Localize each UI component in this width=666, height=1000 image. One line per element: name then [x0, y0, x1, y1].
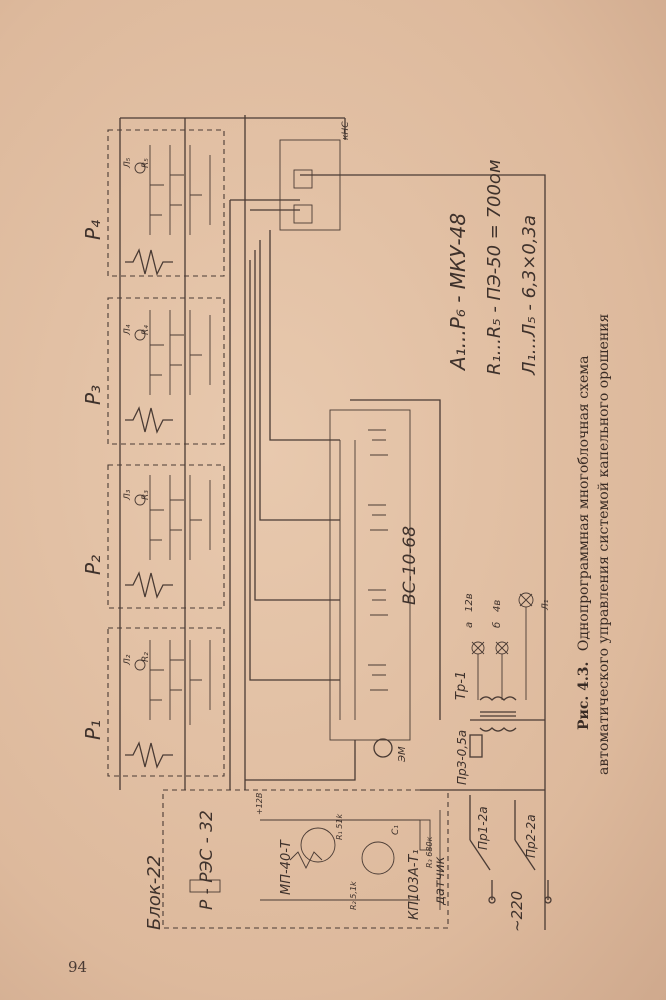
relay-coil-p1: [125, 741, 173, 769]
label-l1: Л₁: [541, 599, 551, 611]
label-khc: кНС: [341, 121, 351, 140]
label-p1: Р₁: [81, 720, 105, 740]
caption-line1-text: Однопрограммная многоблочная схема: [576, 356, 592, 652]
label-r5k: R₂ 5,1k: [349, 881, 358, 910]
contacts-p3: [134, 310, 211, 395]
figure-caption-line1: Рис. 4.3. Однопрограммная многоблочная с…: [576, 356, 592, 730]
block-p3-frame: [107, 297, 225, 445]
label-tr: Тр-1: [454, 671, 469, 700]
label-kp103: КП103А-Т₁: [407, 849, 422, 920]
label-r2: R₂: [141, 652, 151, 662]
label-l5: Л₅: [123, 157, 133, 169]
label-r680: R₃ 680к: [425, 836, 434, 868]
bus-wires: [119, 115, 546, 930]
label-vc: ВС-10-68: [400, 526, 420, 605]
label-mp40: МП-40-Т: [279, 839, 294, 895]
label-mains: ~220: [508, 891, 526, 932]
label-c1: С₁: [391, 825, 401, 835]
legend-relays: А₁...Р₆ - МКУ-48: [446, 213, 470, 372]
label-p3: Р₃: [81, 385, 105, 405]
relay-coil-p4: [125, 248, 173, 276]
vc-contacts: [339, 429, 388, 720]
label-r4: R₄: [141, 325, 151, 335]
vc-switch-frame: [329, 409, 411, 741]
page-number: 94: [68, 958, 88, 976]
label-r3: R₃: [141, 490, 151, 500]
label-pz: ПрЗ-0,5а: [455, 730, 469, 785]
khc-contact-block: [279, 139, 341, 231]
figure-caption-line2: автоматического управления системой капе…: [596, 314, 612, 775]
fuse-pz: [469, 734, 483, 758]
label-p4: Р₄: [81, 220, 105, 240]
indicator-lamps: [471, 592, 534, 700]
label-plus12: +12В: [255, 793, 264, 815]
khc-relay-1: [293, 169, 313, 189]
khc-relay-2: [293, 204, 313, 224]
block-p1-frame: [107, 627, 225, 777]
label-b: б: [491, 622, 503, 628]
label-pr1: Пр1-2а: [476, 806, 490, 850]
block22-frame: [162, 789, 449, 929]
motor-em-symbol: [373, 738, 393, 758]
label-p2: Р₂: [81, 555, 105, 575]
label-em: ЭМ: [397, 746, 408, 763]
label-a: а: [464, 622, 475, 628]
legend-resistors: R₁...R₅ - ПЭ-50 = 700ом: [484, 159, 505, 375]
label-pr2: Пр2-2а: [524, 814, 538, 858]
figure-label: Рис. 4.3.: [576, 662, 592, 730]
label-l4: Л₄: [123, 324, 133, 336]
contacts-p2: [134, 475, 211, 560]
contacts-p4: [134, 145, 211, 235]
label-12v: 12в: [464, 593, 475, 612]
block22-circuit: [189, 810, 441, 910]
transformer-tr1: [479, 696, 517, 732]
label-l3: Л₃: [123, 489, 133, 501]
label-l2: Л₂: [123, 654, 133, 666]
block-p2-frame: [107, 464, 225, 609]
relay-coil-p3: [125, 406, 173, 434]
block-p4-frame: [107, 129, 225, 277]
label-r51k: R₁ 51k: [335, 814, 344, 840]
relay-coil-p2: [125, 571, 173, 599]
legend-lamps: Л₁...Л₅ - 6,3×0,3а: [519, 215, 540, 376]
contacts-p1: [134, 640, 211, 725]
label-block22: Блок-22: [144, 855, 165, 930]
label-4v: 4в: [492, 600, 503, 612]
label-rezs: Р - РЭС - 32: [197, 810, 217, 910]
label-sensor: датчик: [433, 856, 448, 906]
mains-input: [469, 795, 552, 904]
label-r5: R₅: [141, 158, 151, 168]
